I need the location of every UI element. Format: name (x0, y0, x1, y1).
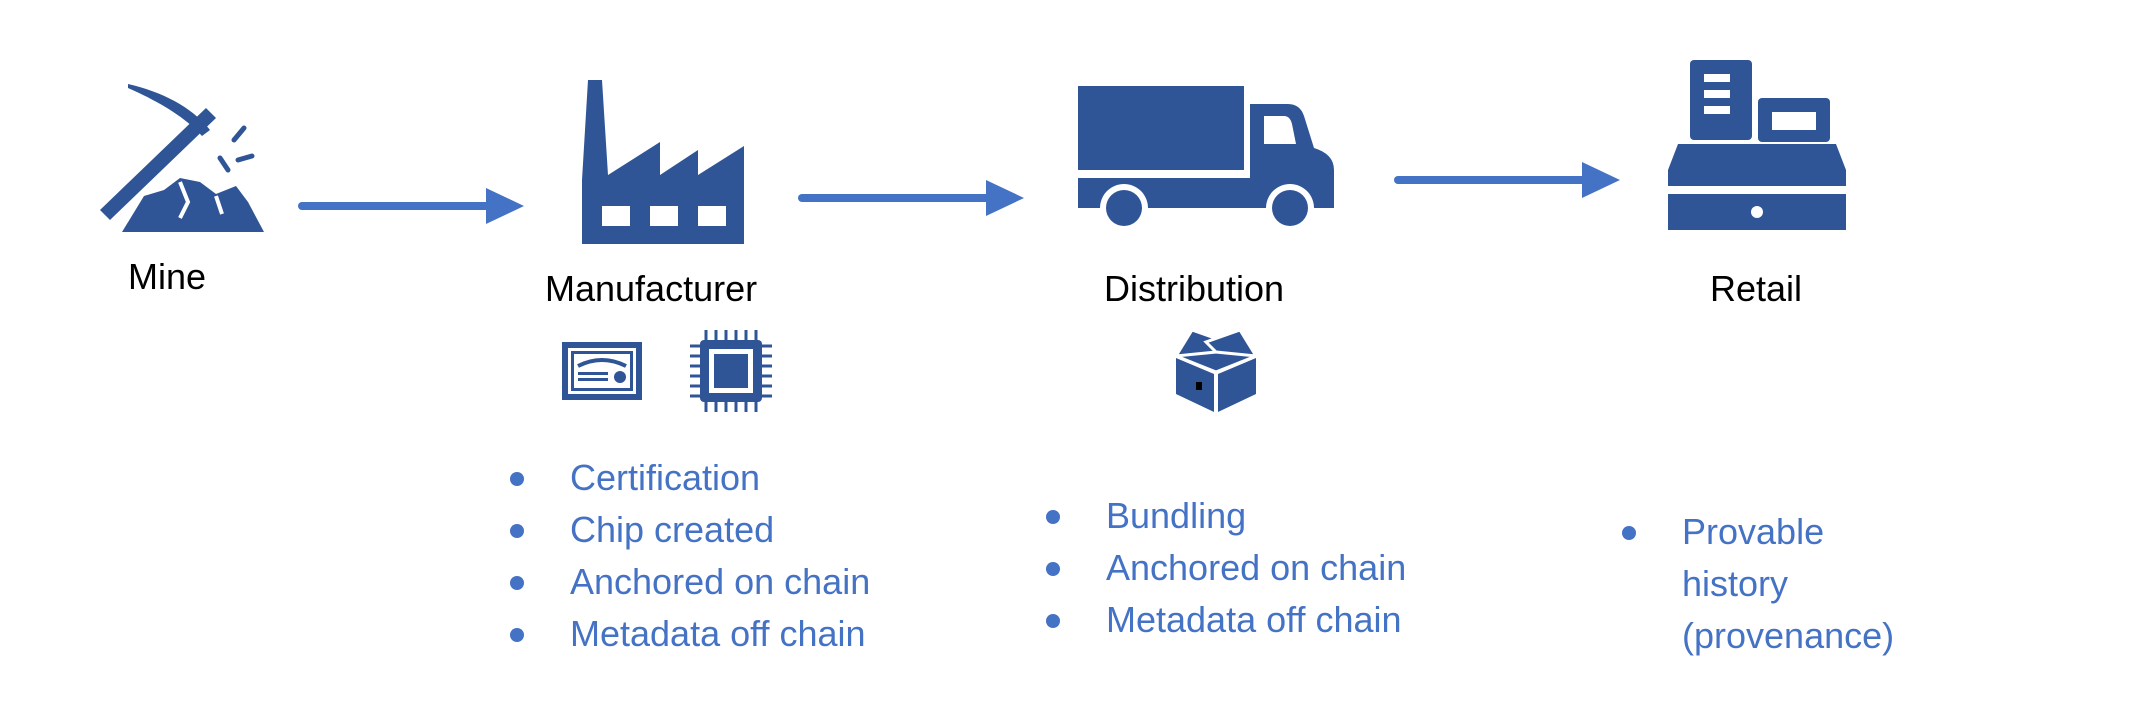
stage-label-distribution: Distribution (1104, 268, 1285, 309)
arrow-mine-to-manufacturer (298, 188, 524, 224)
factory-icon (582, 80, 744, 244)
arrow-distribution-to-retail (1394, 162, 1620, 198)
arrow-manufacturer-to-distribution (798, 180, 1024, 216)
list-item: Metadata off chain (1044, 594, 1406, 646)
certificate-icon (562, 342, 642, 400)
pickaxe-icon (100, 84, 264, 232)
truck-icon (1078, 86, 1334, 232)
list-item: Anchored on chain (508, 556, 870, 608)
retail-bullet-list: Provable history (provenance) (1620, 506, 1940, 662)
distribution-bullet-list: Bundling Anchored on chain Metadata off … (1044, 490, 1406, 646)
list-item: Chip created (508, 504, 870, 556)
cash-register-icon (1668, 60, 1846, 230)
manufacturer-bullet-list: Certification Chip created Anchored on c… (508, 452, 870, 660)
stage-label-manufacturer: Manufacturer (545, 268, 758, 309)
list-item: Certification (508, 452, 870, 504)
stage-label-mine: Mine (128, 256, 207, 297)
list-item: Metadata off chain (508, 608, 870, 660)
list-item: Provable history (provenance) (1620, 506, 1940, 662)
stage-label-retail: Retail (1710, 268, 1803, 309)
list-item: Bundling (1044, 490, 1406, 542)
list-item: Anchored on chain (1044, 542, 1406, 594)
chip-icon (690, 330, 772, 412)
box-icon (1173, 328, 1259, 412)
